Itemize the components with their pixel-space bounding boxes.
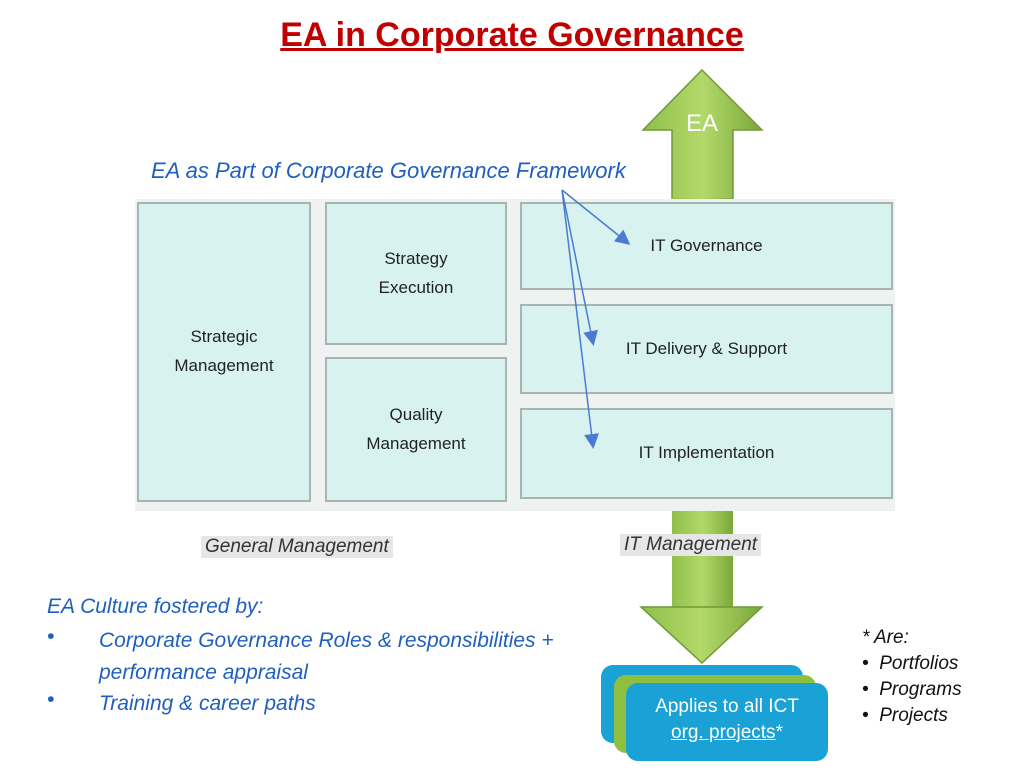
bullet-dot: •	[47, 688, 55, 711]
pointer-it-implementation	[561, 189, 600, 449]
page-title: EA in Corporate Governance	[280, 16, 744, 54]
culture-item: • Training & career paths	[47, 688, 569, 720]
org-projects-link[interactable]: org. projects	[671, 721, 776, 743]
panel-it-governance: IT Governance	[520, 202, 893, 290]
panel-it-implementation: IT Implementation	[520, 408, 893, 499]
are-list: * Are: • Portfolios • Programs • Project…	[862, 627, 962, 731]
list-item: • Programs	[862, 679, 962, 700]
culture-heading: EA Culture fostered by:	[47, 595, 264, 618]
ea-arrow-label: EA	[685, 110, 718, 137]
ea-arrow-down	[639, 606, 764, 665]
list-item: • Portfolios	[862, 653, 959, 674]
are-heading: * Are:	[862, 627, 909, 648]
applies-line1: Applies to all ICT	[655, 696, 799, 717]
culture-item-text: Training & career paths	[99, 692, 316, 715]
caption-general-management: General Management	[201, 536, 393, 558]
bullet-dot: •	[47, 625, 55, 648]
culture-item-text: Corporate Governance Roles & responsibil…	[99, 629, 554, 684]
pointer-it-delivery	[561, 189, 598, 346]
culture-item: • Corporate Governance Roles & responsib…	[47, 625, 569, 688]
asterisk: *	[775, 721, 783, 743]
panel-it-delivery: IT Delivery & Support	[520, 304, 893, 394]
framework-subtitle: EA as Part of Corporate Governance Frame…	[151, 158, 626, 183]
pointer-it-governance	[561, 189, 631, 245]
culture-section: EA Culture fostered by: • Corporate Gove…	[47, 595, 569, 720]
list-item: • Projects	[862, 705, 948, 726]
caption-it-management: IT Management	[620, 534, 762, 556]
applies-box: Applies to all ICT org. projects*	[626, 683, 828, 761]
